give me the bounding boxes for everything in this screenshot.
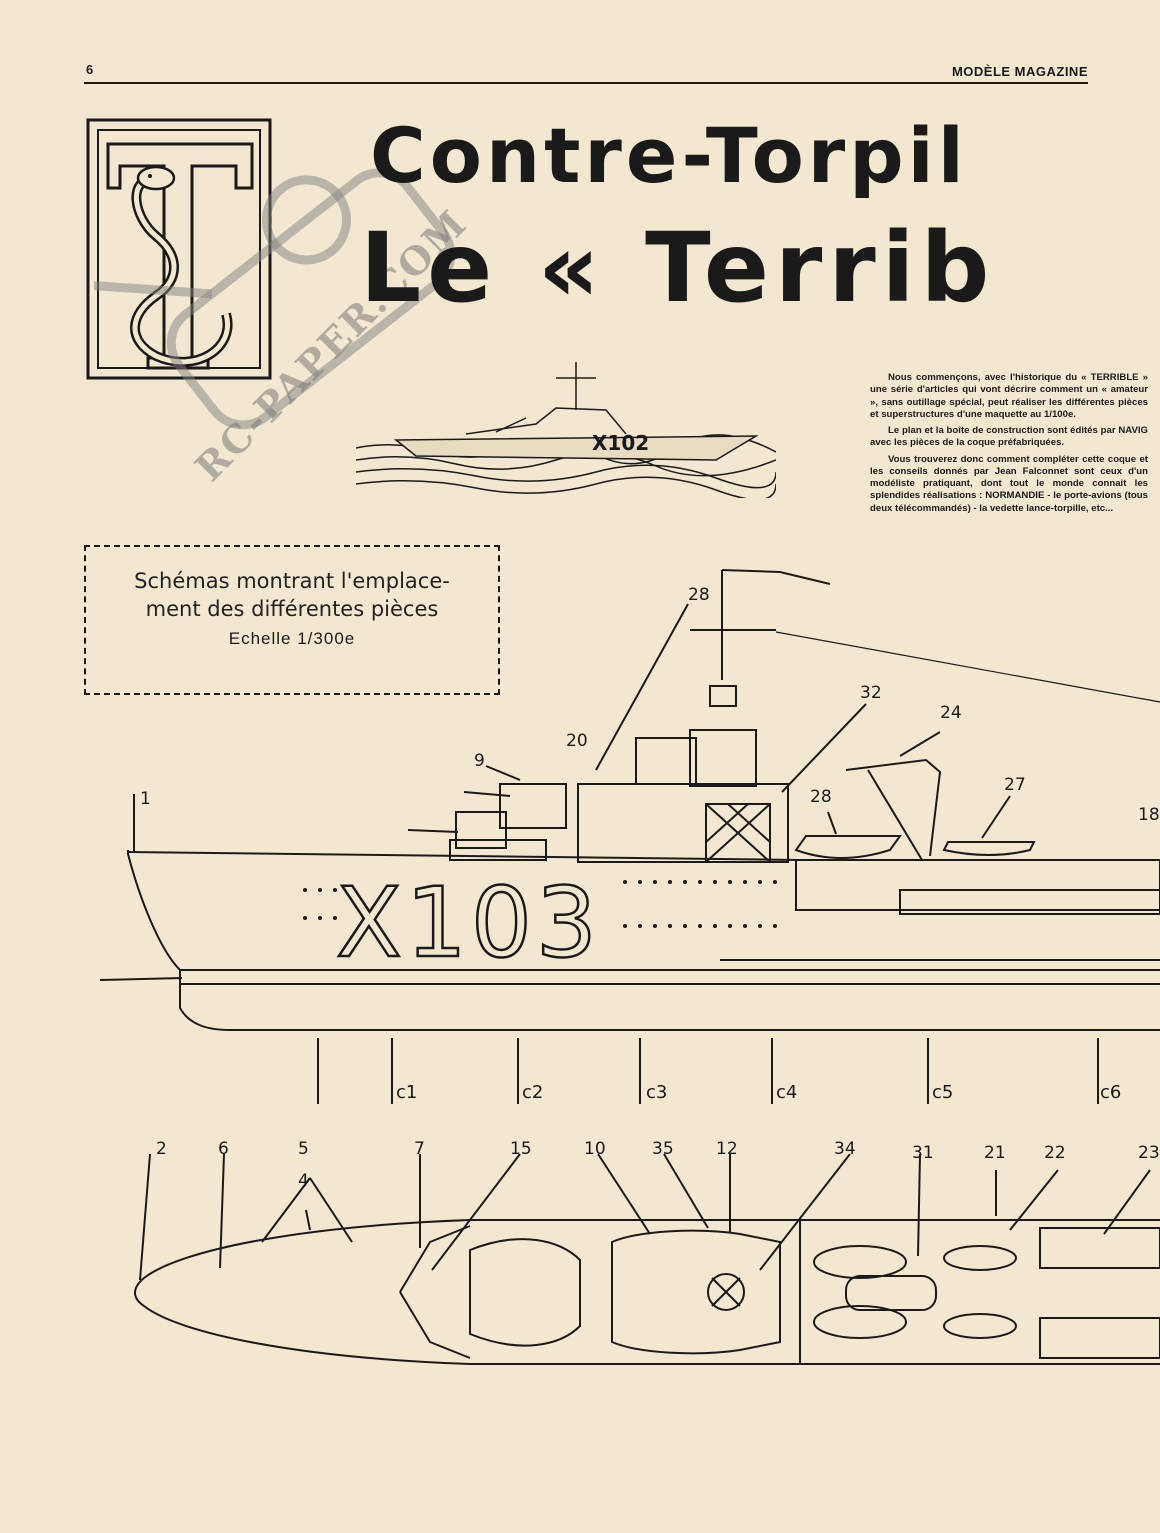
hull-number-small: X102 (592, 431, 649, 455)
callout-27: 27 (1004, 775, 1026, 795)
callout-34: 34 (834, 1139, 856, 1159)
callout-9: 9 (474, 751, 485, 771)
callout-4: 4 (298, 1171, 309, 1191)
callout-7: 7 (414, 1139, 425, 1159)
callout-12: 12 (716, 1139, 738, 1159)
section-c3: c3 (646, 1082, 667, 1103)
section-c2: c2 (522, 1082, 543, 1103)
callout-21: 21 (984, 1143, 1006, 1163)
magazine-name: MODÈLE MAGAZINE (951, 64, 1088, 79)
callout-31: 31 (912, 1143, 934, 1163)
callout-24: 24 (940, 703, 962, 723)
intro-paragraph-1: Nous commençons, avec l'historique du « … (870, 372, 1148, 420)
callout-35: 35 (652, 1139, 674, 1159)
callout-28-boat: 28 (810, 787, 832, 807)
callout-10: 10 (584, 1139, 606, 1159)
hull-number-large: X103 (336, 867, 601, 979)
callout-15: 15 (510, 1139, 532, 1159)
callout-20: 20 (566, 731, 588, 751)
section-c4: c4 (776, 1082, 797, 1103)
header-rule (84, 82, 1088, 84)
page-number: 6 (86, 62, 94, 77)
caption-line-1: Schémas montrant l'emplace- (134, 569, 450, 593)
ship-vignette: X102 (356, 362, 776, 498)
callout-32: 32 (860, 683, 882, 703)
intro-paragraph-2: Le plan et la boîte de construction sont… (870, 425, 1148, 449)
top-plan-drawing: 2 6 5 4 7 15 10 35 12 34 31 21 22 23 (134, 1139, 1160, 1365)
section-c6: c6 (1100, 1082, 1121, 1103)
caption-line-2: ment des différentes pièces (145, 597, 439, 621)
callout-28-mast: 28 (688, 585, 710, 605)
side-elevation-drawing: X103 28 1 9 20 32 24 28 27 18 c1 c2 c3 c… (99, 569, 1160, 1104)
callout-5: 5 (298, 1139, 309, 1159)
callout-2: 2 (156, 1139, 167, 1159)
intro-text: Nous commençons, avec l'historique du « … (870, 372, 1148, 519)
watermark-stamp (94, 168, 456, 430)
callout-23: 23 (1138, 1143, 1160, 1163)
article-title-line-1: Contre-Torpil (370, 111, 968, 200)
callout-1: 1 (140, 789, 151, 809)
callout-6: 6 (218, 1139, 229, 1159)
callout-22: 22 (1044, 1143, 1066, 1163)
intro-paragraph-3: Vous trouverez donc comment compléter ce… (870, 453, 1148, 514)
caption-scale: Echelle 1/300e (228, 629, 356, 648)
section-c1: c1 (396, 1082, 417, 1103)
section-c5: c5 (932, 1082, 953, 1103)
article-title-line-2: Le « Terrib (360, 212, 996, 324)
caption-box: Schémas montrant l'emplace- ment des dif… (84, 545, 500, 695)
callout-18: 18 (1138, 805, 1160, 825)
cobra-emblem (86, 118, 272, 380)
